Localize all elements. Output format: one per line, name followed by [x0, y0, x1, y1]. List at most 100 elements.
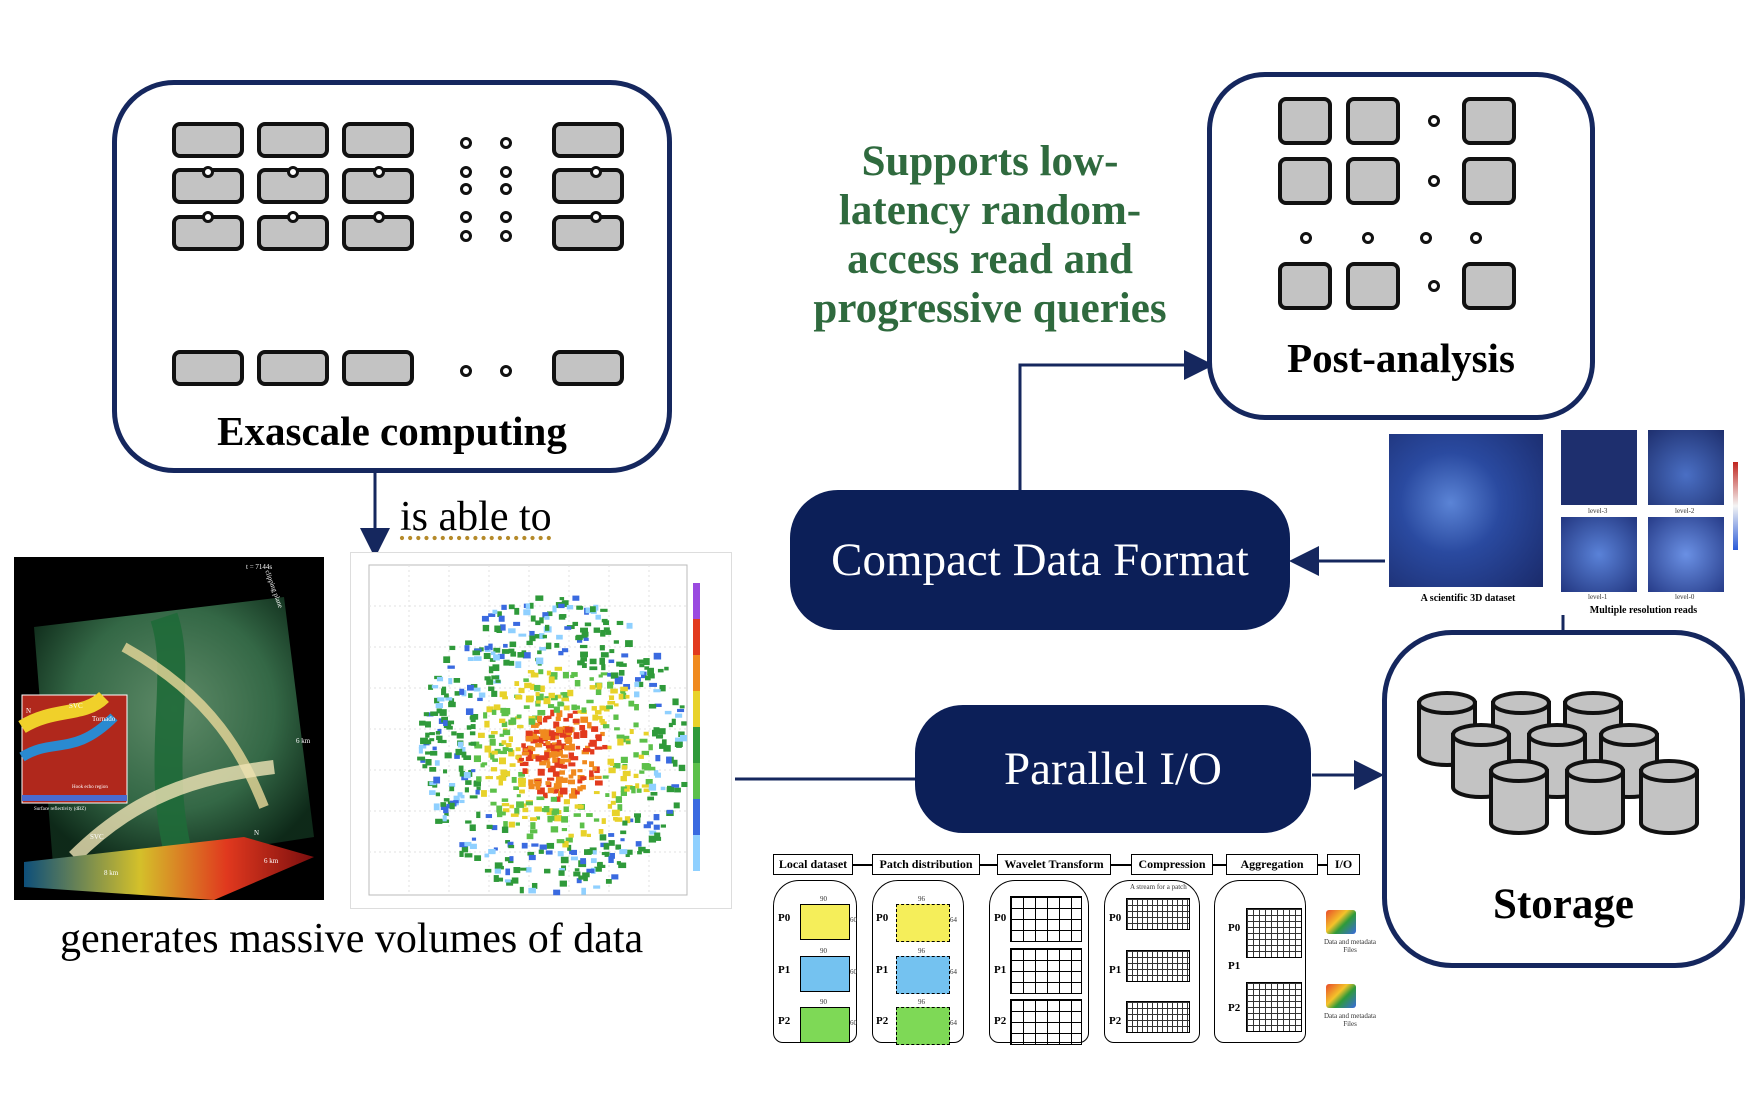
- radar-echo: [489, 738, 496, 746]
- radar-echo: [600, 629, 606, 637]
- radar-echo: [643, 658, 650, 666]
- radar-echo: [513, 867, 521, 874]
- data-file-icon: [1326, 984, 1356, 1008]
- radar-echo: [616, 661, 624, 667]
- radar-echo: [499, 718, 506, 724]
- radar-echo: [459, 771, 466, 777]
- radar-echo: [545, 743, 554, 749]
- radar-echo: [525, 695, 534, 702]
- radar-echo: [575, 745, 581, 750]
- ellipsis-dot: [500, 365, 512, 377]
- radar-echo: [563, 705, 570, 711]
- radar-echo: [508, 821, 515, 828]
- radar-echo: [556, 739, 562, 744]
- radar-echo: [474, 744, 483, 749]
- compute-node: [172, 122, 244, 158]
- compressed-stream-grid: [1126, 898, 1190, 930]
- radar-echo: [590, 606, 596, 613]
- radar-echo: [446, 725, 453, 730]
- radar-echo: [552, 751, 559, 758]
- radar-echo: [473, 781, 479, 787]
- radar-echo: [555, 716, 561, 721]
- radar-echo: [435, 703, 444, 709]
- radar-echo: [497, 611, 502, 618]
- radar-echo: [426, 712, 434, 717]
- radar-echo: [524, 682, 532, 689]
- radar-echo: [418, 747, 423, 754]
- radar-echo: [499, 733, 505, 737]
- radar-echo: [494, 862, 503, 869]
- radar-echo: [581, 887, 586, 895]
- radar-echo: [454, 691, 460, 696]
- radar-echo: [580, 627, 588, 633]
- radar-echo: [484, 720, 490, 728]
- radar-echo: [429, 781, 437, 786]
- radar-echo: [463, 755, 472, 760]
- ellipsis-dot: [202, 166, 214, 178]
- radar-echo: [661, 739, 667, 746]
- radar-echo: [677, 708, 685, 713]
- radar-echo: [536, 693, 544, 701]
- parallel-io-label: Parallel I/O: [1004, 743, 1222, 795]
- radar-echo: [481, 615, 489, 622]
- radar-echo: [537, 709, 546, 716]
- radar-echo: [600, 672, 608, 676]
- radar-echo: [525, 698, 534, 703]
- radar-echo: [496, 805, 503, 813]
- stream-note: A stream for a patch: [1130, 883, 1187, 891]
- radar-echo: [535, 620, 541, 626]
- radar-echo: [550, 826, 559, 833]
- radar-echo: [580, 731, 588, 738]
- radar-echo: [486, 824, 493, 829]
- radar-echo: [420, 737, 428, 745]
- radar-echo: [473, 687, 481, 692]
- radar-echo: [473, 656, 482, 661]
- radar-echo: [555, 726, 563, 733]
- compute-node: [172, 350, 244, 386]
- radar-echo: [538, 669, 544, 675]
- radar-echo: [622, 820, 628, 826]
- ellipsis-dot: [590, 211, 602, 223]
- radar-echo: [490, 752, 495, 760]
- radar-echo: [555, 694, 562, 699]
- radar-echo: [515, 694, 523, 700]
- radar-echo: [544, 752, 550, 759]
- radar-echo: [540, 685, 545, 692]
- radar-echo: [469, 716, 477, 720]
- level-2-label: level-2: [1675, 507, 1695, 515]
- radar-echo: [503, 770, 511, 777]
- radar-echo: [473, 648, 482, 653]
- radar-echo: [555, 776, 564, 783]
- radar-echo: [559, 770, 565, 775]
- ellipsis-dot: [1428, 115, 1440, 127]
- radar-echo: [595, 689, 602, 696]
- radar-echo: [523, 609, 531, 616]
- radar-echo: [573, 871, 581, 877]
- radar-echo: [549, 672, 558, 678]
- radar-echo: [425, 732, 430, 738]
- radar-echo: [620, 830, 627, 835]
- radar-echo: [529, 635, 536, 642]
- radar-echo: [603, 627, 610, 633]
- radar-echo: [429, 732, 435, 736]
- radar-echo: [568, 833, 574, 838]
- radar-echo: [679, 705, 685, 709]
- radar-echo: [463, 772, 471, 779]
- compressed-stream-grid: [1126, 1001, 1190, 1033]
- radar-echo: [490, 651, 496, 656]
- radar-echo: [508, 749, 515, 757]
- radar-echo: [606, 745, 612, 750]
- radar-echo: [515, 661, 522, 669]
- radar-echo: [552, 675, 558, 680]
- radar-echo: [523, 678, 529, 682]
- radar-echo: [443, 808, 449, 814]
- radar-echo: [569, 793, 578, 799]
- radar-echo: [608, 833, 615, 837]
- radar-echo: [481, 790, 487, 797]
- radar-echo: [625, 785, 633, 790]
- radar-echo: [448, 678, 453, 685]
- wavelet-grid: [1010, 896, 1082, 942]
- radar-echo: [436, 708, 442, 714]
- radar-echo: [534, 780, 541, 787]
- radar-echo: [553, 889, 561, 896]
